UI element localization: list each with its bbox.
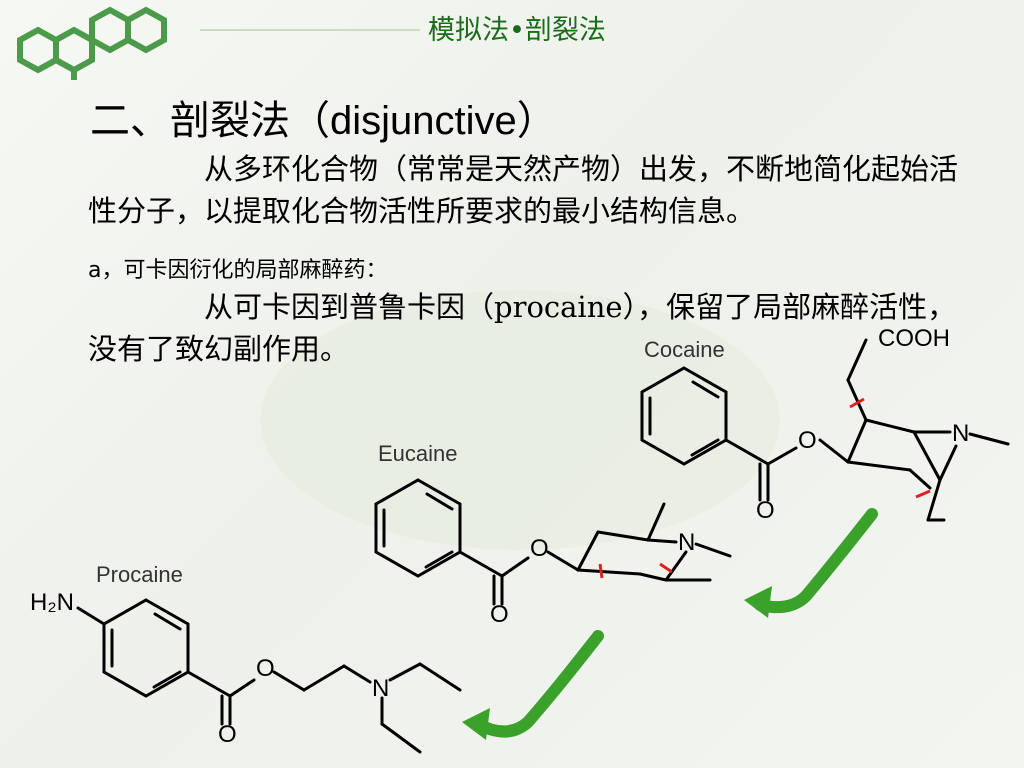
background-blob bbox=[260, 290, 780, 550]
cocaine-acid-label: COOH bbox=[878, 325, 950, 352]
eucaine-carbonyl-label: O bbox=[490, 601, 509, 628]
cut-marks bbox=[598, 397, 931, 579]
procaine-name: Procaine bbox=[96, 562, 183, 587]
procaine-carbonyl-label: O bbox=[218, 721, 237, 748]
arrow-eucaine-to-procaine bbox=[472, 630, 604, 738]
procaine-structure bbox=[76, 598, 462, 754]
eucaine-oxygen-label: O bbox=[530, 535, 549, 562]
heading-prefix: 二、剖裂法（ bbox=[90, 98, 330, 144]
procaine-nitrogen-label: N bbox=[372, 675, 389, 702]
paragraph2-before: 从可卡因到普鲁卡因（ bbox=[204, 290, 495, 324]
cocaine-name: Cocaine bbox=[644, 337, 725, 362]
subheading: a，可卡因衍化的局部麻醉药： bbox=[88, 258, 388, 283]
paragraph2-after: ），保留了局部麻醉活性，没有了致幻副作用。 bbox=[88, 290, 957, 366]
eucaine-name: Eucaine bbox=[378, 441, 458, 466]
intro-paragraph: 从多环化合物（常常是天然产物）出发，不断地简化起始活性分子，以提取化合物活性所要… bbox=[88, 152, 959, 228]
cocaine-nitrogen-label: N bbox=[952, 420, 969, 447]
procaine-amine-label: H₂N bbox=[30, 589, 74, 616]
section-heading: 二、剖裂法（disjunctive） bbox=[90, 88, 557, 146]
cocaine-structure bbox=[640, 338, 1010, 522]
eucaine-nitrogen-label: N bbox=[678, 529, 695, 556]
slide-header-title: 模拟法•剖裂法 bbox=[428, 15, 606, 46]
paragraph2-latin: procaine bbox=[494, 290, 623, 324]
cocaine-carbonyl-label: O bbox=[756, 497, 775, 524]
arrow-heads bbox=[462, 586, 772, 740]
procaine-oxygen-label: O bbox=[256, 655, 275, 682]
cocaine-oxygen-label: O bbox=[798, 427, 817, 454]
procaine-paragraph: 从可卡因到普鲁卡因（procaine），保留了局部麻醉活性，没有了致幻副作用。 bbox=[88, 286, 958, 370]
heading-suffix: ） bbox=[516, 98, 557, 144]
eucaine-structure bbox=[374, 478, 732, 606]
hexagon-logo-icon bbox=[17, 6, 167, 80]
arrow-cocaine-to-eucaine bbox=[754, 508, 878, 614]
heading-latin: disjunctive bbox=[330, 99, 517, 143]
arrow-icons bbox=[472, 508, 878, 738]
